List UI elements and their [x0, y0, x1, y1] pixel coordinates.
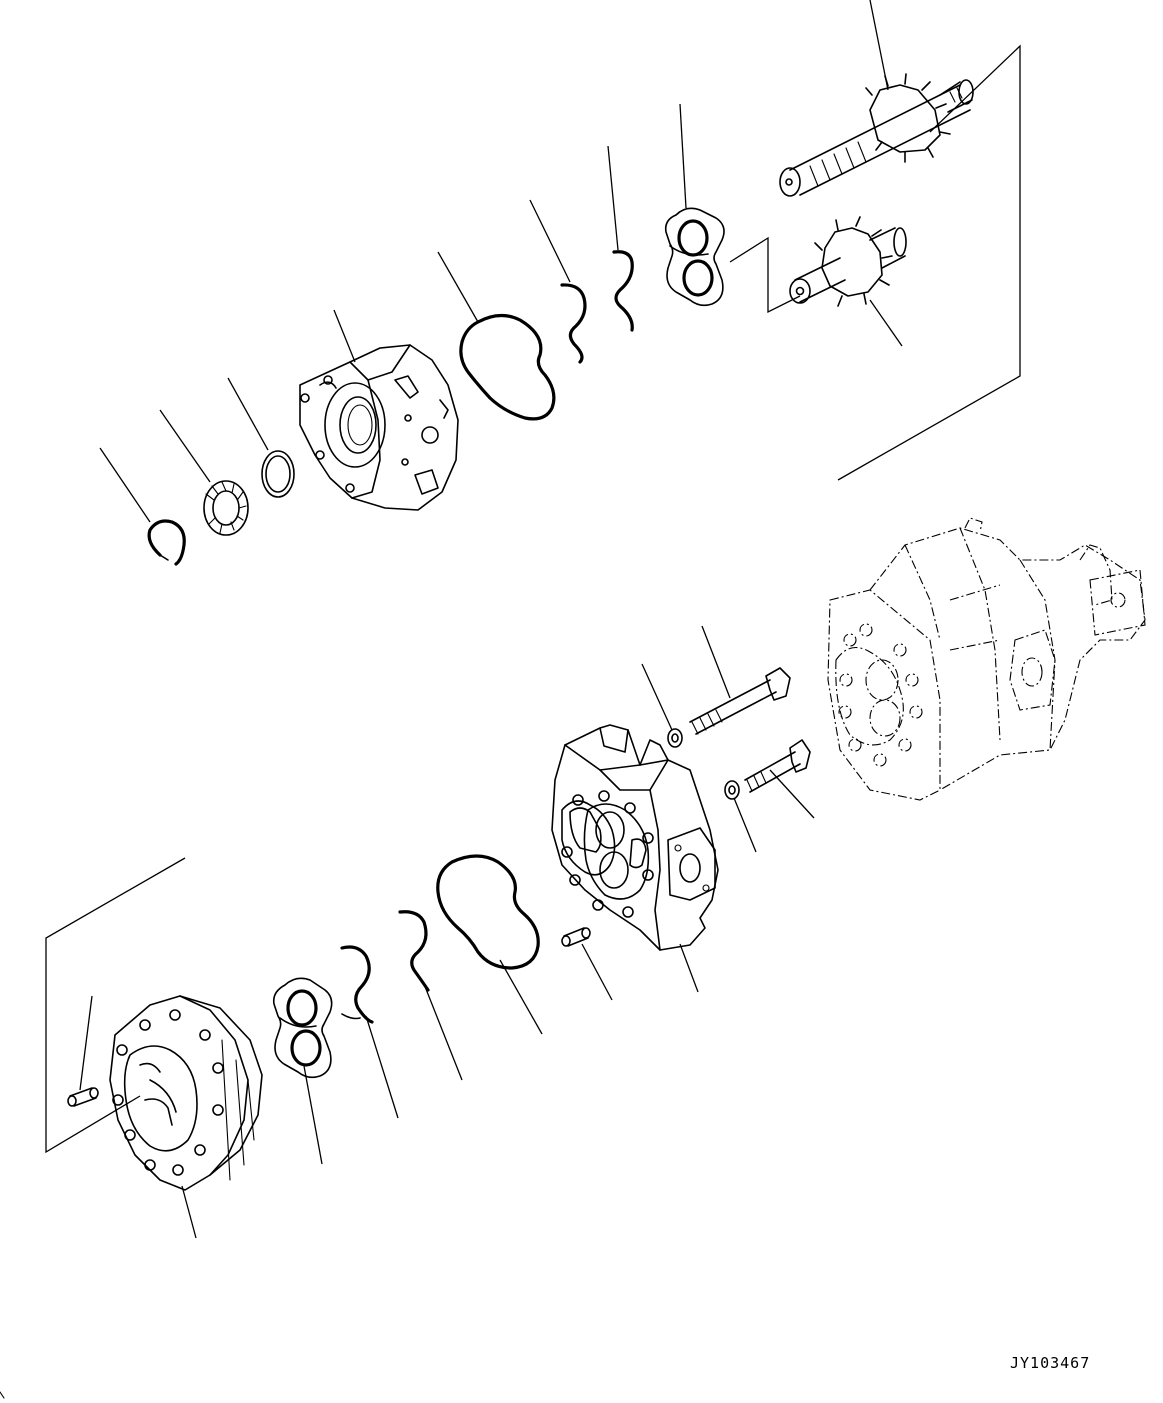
bolt-icon: [689, 667, 791, 735]
leader-lines-top: [99, 0, 903, 523]
snap-ring-icon: [147, 519, 186, 566]
gear-case-icon: [109, 995, 263, 1191]
dowel-pin-icon: [67, 1087, 99, 1107]
drive-shaft-gear-icon: [779, 73, 974, 197]
leader-lines-bottom: [79, 625, 815, 1239]
washer-icon: [261, 450, 295, 498]
bushing-plate-icon: [272, 977, 333, 1079]
seal-ring-icon: [340, 945, 374, 1024]
group-bracket-bottom: [45, 857, 186, 1154]
washer-icon: [667, 728, 683, 748]
washer-icon: [724, 780, 740, 800]
oil-seal-icon: [203, 480, 249, 536]
o-ring-icon: [459, 313, 556, 421]
shaft-bracket: [729, 236, 801, 314]
bushing-plate-icon: [664, 207, 725, 307]
backup-ring-icon: [560, 250, 634, 364]
drawing-number: JY103467: [1010, 1354, 1091, 1372]
driven-gear-icon: [789, 216, 907, 307]
group-bracket-top: [837, 44, 1021, 481]
o-ring-icon: [436, 854, 540, 970]
center-plate-icon: [551, 724, 719, 951]
bolt-icon: [744, 739, 811, 793]
backup-ring-icon: [398, 910, 430, 992]
pump-assembly-icon: [827, 517, 1146, 801]
edge-mark: [0, 1391, 5, 1399]
dowel-pin-icon: [561, 927, 591, 947]
front-cover-icon: [299, 344, 459, 511]
